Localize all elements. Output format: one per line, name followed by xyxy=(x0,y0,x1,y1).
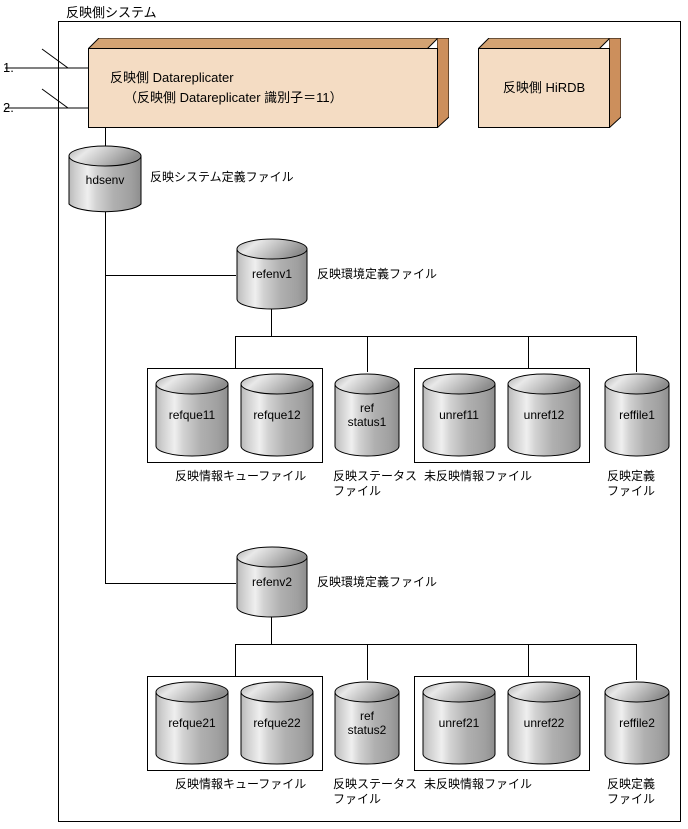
connector-hdsenv-to-refenv2 xyxy=(105,583,236,584)
process-box-reflect-hirdb[interactable]: 反映側 HiRDB xyxy=(478,38,621,128)
box-side-face xyxy=(437,38,449,128)
group-box-unreflected-1 xyxy=(414,368,590,463)
process-label-line1: 反映側 Datareplicater xyxy=(110,70,234,85)
connector-hdsenv-trunk xyxy=(105,208,106,583)
caption-unreflected-1: 未反映情報ファイル xyxy=(424,469,533,483)
cylinder-unref12[interactable]: unref12 xyxy=(507,373,581,457)
callout-number-1: 1. xyxy=(3,60,14,75)
cylinder-refque11[interactable]: refque11 xyxy=(155,373,229,457)
cylinder-shape xyxy=(155,373,229,457)
group-box-unreflected-2 xyxy=(414,676,590,771)
bus-refenv2 xyxy=(235,644,637,645)
cylinder-refstatus1[interactable]: ref status1 xyxy=(334,373,400,457)
drop-refenv1-definition xyxy=(636,336,637,372)
process-label-line1: 反映側 HiRDB xyxy=(502,80,586,95)
cylinder-shape xyxy=(507,681,581,765)
cylinder-unref21[interactable]: unref21 xyxy=(422,681,496,765)
cylinder-reffile1[interactable]: reffile1 xyxy=(604,373,670,457)
caption-definition-2: 反映定義 ファイル xyxy=(607,777,656,806)
cylinder-refque12[interactable]: refque12 xyxy=(240,373,314,457)
group-box-queue-2 xyxy=(147,676,323,771)
callout-number-2: 2. xyxy=(3,100,14,115)
cylinder-refenv1[interactable]: refenv1 xyxy=(236,238,308,310)
process-box-reflect-datareplicater[interactable]: 反映側 Datareplicater （反映側 Datareplicater 識… xyxy=(88,38,449,128)
caption-queue-1: 反映情報キューファイル xyxy=(175,469,307,483)
connector-refenv1-down xyxy=(271,308,272,336)
drop-refenv1-status xyxy=(367,336,368,372)
system-boundary xyxy=(58,21,681,822)
group-box-queue-1 xyxy=(147,368,323,463)
process-label-line2: （反映側 Datareplicater 識別子＝11） xyxy=(124,90,343,105)
cylinder-reffile2[interactable]: reffile2 xyxy=(604,681,670,765)
drop-refenv2-definition xyxy=(636,644,637,680)
box-front-face xyxy=(88,48,438,128)
cylinder-shape xyxy=(236,546,308,618)
cylinder-shape xyxy=(334,373,400,457)
caption-definition-1: 反映定義 ファイル xyxy=(607,469,656,498)
drop-refenv2-status xyxy=(367,644,368,680)
cylinder-refenv2[interactable]: refenv2 xyxy=(236,546,308,618)
box-top-face xyxy=(478,38,610,49)
cylinder-refque21[interactable]: refque21 xyxy=(155,681,229,765)
cylinder-shape xyxy=(604,373,670,457)
caption-status-1: 反映ステータス ファイル xyxy=(333,469,418,498)
caption-status-2: 反映ステータス ファイル xyxy=(333,777,418,806)
cylinder-shape xyxy=(422,373,496,457)
cylinder-shape xyxy=(334,681,400,765)
process-label-group: 反映側 Datareplicater （反映側 Datareplicater 識… xyxy=(88,48,438,128)
drop-refenv1-unreflected xyxy=(528,336,529,368)
drop-refenv2-unreflected xyxy=(528,644,529,676)
cylinder-shape xyxy=(240,681,314,765)
caption-unreflected-2: 未反映情報ファイル xyxy=(424,777,533,791)
cylinder-shape xyxy=(68,145,142,213)
system-boundary-label: 反映側システム xyxy=(66,5,157,20)
cylinder-shape xyxy=(604,681,670,765)
cylinder-shape xyxy=(507,373,581,457)
caption-queue-2: 反映情報キューファイル xyxy=(175,777,307,791)
caption-refenv1: 反映環境定義ファイル xyxy=(317,267,438,281)
cylinder-refstatus2[interactable]: ref status2 xyxy=(334,681,400,765)
cylinder-shape xyxy=(240,373,314,457)
cylinder-unref11[interactable]: unref11 xyxy=(422,373,496,457)
drop-refenv2-queue xyxy=(235,644,236,676)
connector-hdsenv-to-refenv1 xyxy=(105,275,236,276)
connector-refenv2-down xyxy=(271,616,272,644)
drop-refenv1-queue xyxy=(235,336,236,368)
box-front-face xyxy=(478,48,610,128)
box-top-face xyxy=(88,38,438,49)
cylinder-shape xyxy=(422,681,496,765)
caption-hdsenv: 反映システム定義ファイル xyxy=(150,170,294,184)
connector-dr-to-hdsenv xyxy=(105,128,106,152)
box-side-face xyxy=(609,38,621,128)
caption-refenv2: 反映環境定義ファイル xyxy=(317,575,438,589)
process-label-group: 反映側 HiRDB xyxy=(478,48,610,128)
cylinder-unref22[interactable]: unref22 xyxy=(507,681,581,765)
bus-refenv1 xyxy=(235,336,637,337)
cylinder-hdsenv[interactable]: hdsenv xyxy=(68,145,142,215)
cylinder-shape xyxy=(155,681,229,765)
cylinder-shape xyxy=(236,238,308,310)
cylinder-refque22[interactable]: refque22 xyxy=(240,681,314,765)
